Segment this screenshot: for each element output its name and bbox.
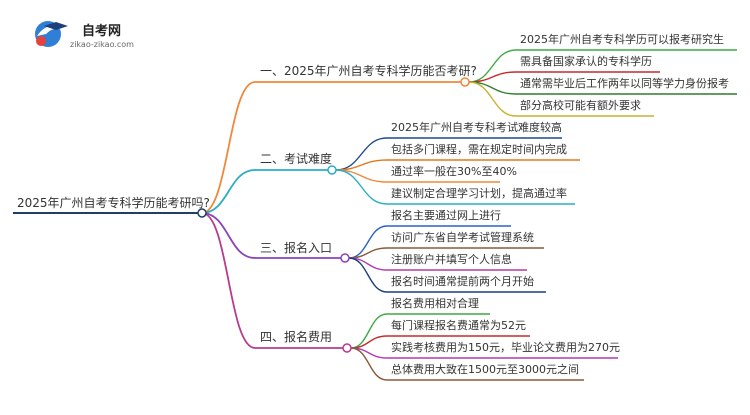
logo-name: 自考网 [82,23,121,39]
root-to-branch-connector [201,212,256,349]
leaf-node[interactable]: 报名时间通常提前两个月开始 [387,274,546,293]
leaf-node[interactable]: 包括多门课程，需在规定时间内完成 [387,142,580,161]
logo-graduation-cap-icon [35,21,68,47]
leaf-label: 报名主要通过网上进行 [391,208,501,222]
root-to-branch-connector [201,212,256,259]
branch-label: 四、报名费用 [260,329,332,344]
branch-to-leaf-connector [348,257,388,293]
leaf-node[interactable]: 每门课程报名费通常为52元 [387,318,530,337]
branch-knob[interactable] [327,165,337,175]
branch-label: 二、考试难度 [260,151,332,166]
leaf-label: 访问广东省自学考试管理系统 [391,230,534,244]
leaf-node[interactable]: 总体费用大致在1500元至3000元之间 [387,362,584,381]
connector-lines [201,49,517,381]
branch-knob[interactable] [340,253,350,263]
leaf-label: 注册账户并填写个人信息 [391,252,512,266]
leaf-node[interactable]: 通常需毕业后工作两年以同等学力身份报考 [516,76,737,95]
leaf-label: 报名费用相对合理 [391,296,479,310]
leaf-node[interactable]: 实践考核费用为150元，毕业论文费用为270元 [387,340,620,359]
leaf-node[interactable]: 注册账户并填写个人信息 [387,252,527,271]
branch-node[interactable]: 二、考试难度 [255,151,337,175]
leaf-label: 每门课程报名费通常为52元 [391,318,526,332]
branch-to-leaf-connector [350,347,388,381]
leaf-label: 2025年广州自考专科考试难度较高 [391,120,562,134]
branch-knob[interactable] [342,343,352,353]
branch-to-leaf-connector [335,169,388,205]
leaf-label: 通过率一般在30%至40% [391,164,517,178]
leaf-node[interactable]: 2025年广州自考专科学历可以报考研究生 [516,32,737,51]
branch-node[interactable]: 四、报名费用 [255,329,352,353]
leaf-node[interactable]: 建议制定合理学习计划，提高通过率 [387,186,575,205]
leaf-node[interactable]: 报名主要通过网上进行 [387,208,511,227]
leaf-label: 包括多门课程，需在规定时间内完成 [391,142,567,156]
leaf-node[interactable]: 需具备国家承认的专科学历 [516,54,660,73]
leaf-label: 总体费用大致在1500元至3000元之间 [391,362,579,376]
leaf-label: 部分高校可能有额外要求 [520,98,641,112]
branch-node[interactable]: 三、报名入口 [255,240,350,263]
leaf-label: 报名时间通常提前两个月开始 [391,274,534,288]
branch-knob[interactable] [460,77,470,87]
branch-to-leaf-connector [350,313,388,349]
root-node-label: 2025年广州自考专科学历能考研吗? [17,195,210,210]
leaf-label: 建议制定合理学习计划，提高通过率 [391,186,567,200]
branch-to-leaf-connector [468,81,517,117]
branch-node[interactable]: 一、2025年广州自考专科学历能否考研? [255,63,477,87]
branch-label: 一、2025年广州自考专科学历能否考研? [260,63,477,78]
leaf-node[interactable]: 2025年广州自考专科考试难度较高 [387,120,562,139]
leaf-label: 实践考核费用为150元，毕业论文费用为270元 [391,340,620,354]
leaf-node[interactable]: 访问广东省自学考试管理系统 [387,230,544,249]
leaf-node[interactable]: 通过率一般在30%至40% [387,164,517,183]
leaf-label: 2025年广州自考专科学历可以报考研究生 [520,32,724,46]
leaf-node[interactable]: 报名费用相对合理 [387,296,490,315]
site-logo[interactable]: 自考网 zikao-zikao.com [35,21,134,49]
logo-domain: zikao-zikao.com [70,40,134,49]
leaf-node[interactable]: 部分高校可能有额外要求 [516,98,654,117]
root-node[interactable]: 2025年广州自考专科学历能考研吗? [13,195,210,218]
root-node-knob[interactable] [197,208,207,218]
root-to-branch-connector [201,169,256,214]
root-to-branch-connector [201,81,256,214]
leaf-label: 需具备国家承认的专科学历 [520,54,652,68]
branch-label: 三、报名入口 [260,240,332,255]
leaf-label: 通常需毕业后工作两年以同等学力身份报考 [520,76,729,90]
